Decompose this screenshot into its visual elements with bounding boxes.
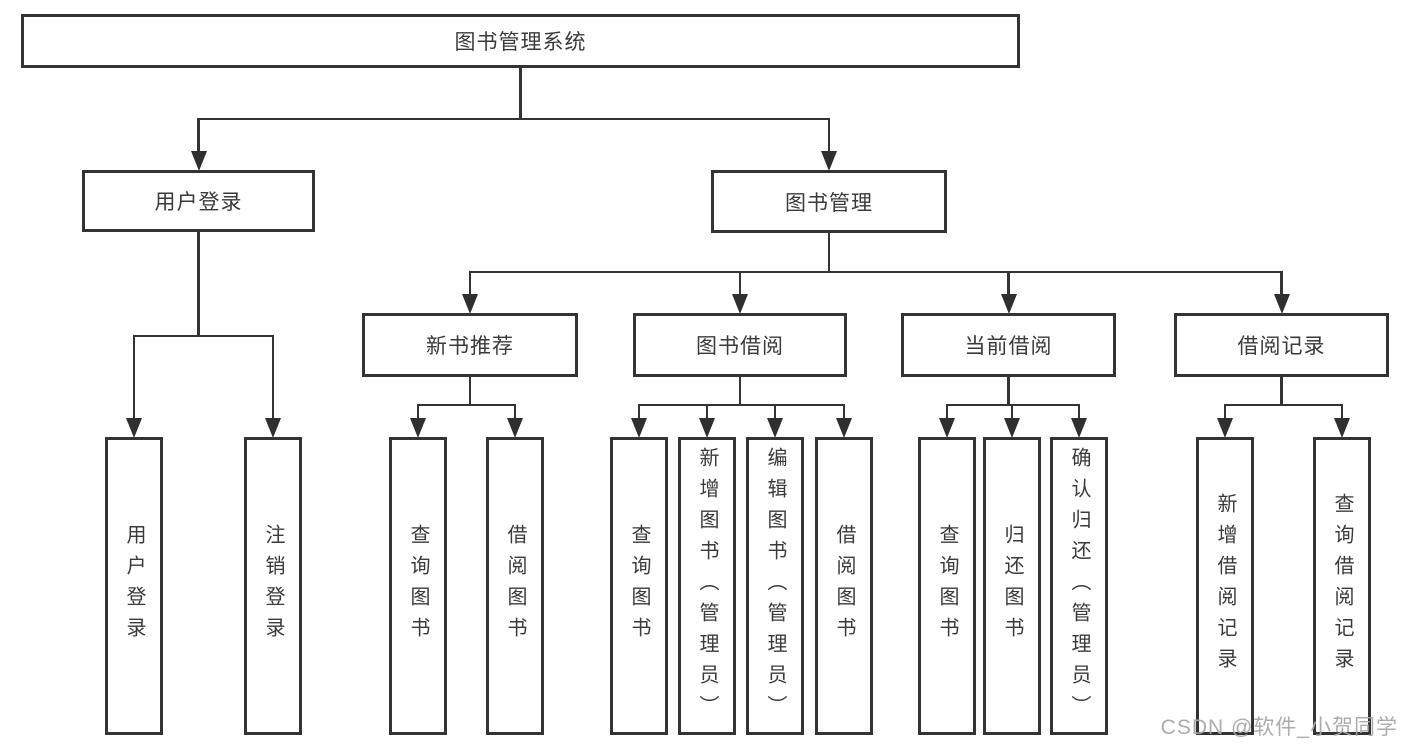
edge-bus-book-borrowing bbox=[637, 403, 846, 407]
node-leaf-borrow-book-1: 借阅图书 bbox=[486, 437, 544, 735]
edge-bus-borrowing-records bbox=[1223, 403, 1344, 407]
edge-stub-current-borrowing bbox=[1007, 377, 1010, 405]
node-label-current-borrowing: 当前借阅 bbox=[964, 335, 1053, 358]
node-book-borrowing: 图书借阅 bbox=[633, 313, 847, 377]
node-label-leaf-query-book-2: 查询图书 bbox=[628, 524, 650, 648]
edge-bus-user-login bbox=[132, 334, 275, 338]
edge-arrow-leaf-user-login bbox=[126, 418, 142, 438]
node-label-leaf-query-record: 查询借阅记录 bbox=[1331, 493, 1353, 679]
edge-drop-user-login bbox=[197, 119, 200, 154]
edge-arrow-leaf-add-book bbox=[699, 418, 715, 438]
node-book-management: 图书管理 bbox=[711, 170, 947, 233]
edge-bus-new-book-recommend bbox=[416, 403, 517, 407]
node-root: 图书管理系统 bbox=[21, 14, 1020, 68]
edge-drop-leaf-query-book-3 bbox=[945, 405, 949, 421]
edge-drop-leaf-borrow-book-2 bbox=[842, 405, 846, 421]
edge-arrow-leaf-query-book-3 bbox=[939, 418, 955, 438]
node-leaf-borrow-book-2: 借阅图书 bbox=[815, 437, 873, 735]
edge-arrow-book-borrowing bbox=[732, 294, 748, 314]
edge-drop-leaf-query-book-2 bbox=[637, 405, 641, 421]
edge-arrow-book-management bbox=[821, 151, 837, 171]
node-label-leaf-return-book: 归还图书 bbox=[1001, 524, 1023, 648]
edge-drop-leaf-add-record bbox=[1223, 405, 1227, 421]
edge-arrow-leaf-borrow-book-1 bbox=[507, 418, 523, 438]
edge-drop-leaf-query-book-1 bbox=[416, 405, 420, 421]
node-label-leaf-borrow-book-2: 借阅图书 bbox=[833, 524, 855, 648]
node-leaf-query-book-2: 查询图书 bbox=[610, 437, 668, 735]
node-label-leaf-add-book: 新增图书（管理员） bbox=[696, 446, 718, 726]
node-label-user-login: 用户登录 bbox=[154, 191, 243, 214]
edge-arrow-current-borrowing bbox=[1000, 294, 1017, 314]
edge-drop-borrowing-records bbox=[1280, 272, 1283, 297]
node-leaf-user-login: 用户登录 bbox=[105, 437, 163, 735]
edge-arrow-leaf-confirm-return bbox=[1071, 418, 1087, 438]
edge-stub-book-borrowing bbox=[738, 377, 742, 405]
edge-arrow-leaf-edit-book bbox=[767, 418, 783, 438]
node-leaf-add-book: 新增图书（管理员） bbox=[678, 437, 736, 735]
node-new-book-recommend: 新书推荐 bbox=[362, 313, 578, 377]
node-label-root: 图书管理系统 bbox=[454, 31, 587, 54]
node-label-new-book-recommend: 新书推荐 bbox=[426, 335, 514, 358]
node-leaf-query-book-1: 查询图书 bbox=[389, 437, 447, 735]
edge-drop-new-book-recommend bbox=[468, 272, 472, 297]
edge-stub-user-login bbox=[197, 232, 200, 336]
node-leaf-logout: 注销登录 bbox=[244, 437, 302, 735]
edge-drop-leaf-user-login bbox=[132, 336, 136, 421]
edge-arrow-leaf-query-record bbox=[1334, 418, 1350, 438]
edge-stub-root bbox=[519, 68, 522, 119]
edge-arrow-leaf-return-book bbox=[1004, 418, 1020, 438]
edge-stub-new-book-recommend bbox=[468, 377, 472, 405]
node-label-leaf-logout: 注销登录 bbox=[262, 524, 284, 648]
node-label-leaf-borrow-book-1: 借阅图书 bbox=[504, 524, 526, 648]
node-leaf-edit-book: 编辑图书（管理员） bbox=[746, 437, 804, 735]
node-leaf-query-record: 查询借阅记录 bbox=[1313, 437, 1371, 735]
node-label-leaf-user-login: 用户登录 bbox=[123, 524, 145, 648]
node-leaf-confirm-return: 确认归还（管理员） bbox=[1050, 437, 1108, 735]
edge-drop-current-borrowing bbox=[1007, 272, 1010, 297]
edge-drop-leaf-add-book bbox=[705, 405, 709, 421]
node-leaf-return-book: 归还图书 bbox=[983, 437, 1041, 735]
node-label-book-borrowing: 图书借阅 bbox=[696, 335, 784, 358]
node-label-leaf-add-record: 新增借阅记录 bbox=[1214, 493, 1236, 679]
node-current-borrowing: 当前借阅 bbox=[901, 313, 1116, 377]
edge-arrow-user-login bbox=[190, 151, 207, 171]
node-label-leaf-query-book-1: 查询图书 bbox=[407, 524, 429, 648]
edge-stub-borrowing-records bbox=[1280, 377, 1283, 405]
csdn-watermark: CSDN @软件_小贺同学 bbox=[1160, 716, 1398, 739]
node-label-leaf-query-book-3: 查询图书 bbox=[936, 524, 958, 648]
node-label-leaf-edit-book: 编辑图书（管理员） bbox=[764, 446, 786, 726]
edge-bus-root bbox=[197, 117, 831, 121]
edge-arrow-leaf-borrow-book-2 bbox=[836, 418, 852, 438]
edge-arrow-leaf-query-book-2 bbox=[631, 418, 647, 438]
edge-bus-book-management bbox=[468, 270, 1283, 274]
edge-arrow-leaf-add-record bbox=[1217, 418, 1233, 438]
edge-arrow-leaf-logout bbox=[265, 418, 281, 438]
edge-arrow-borrowing-records bbox=[1273, 294, 1290, 314]
node-borrowing-records: 借阅记录 bbox=[1174, 313, 1389, 377]
edge-stub-book-management bbox=[827, 233, 831, 272]
node-label-borrowing-records: 借阅记录 bbox=[1237, 335, 1326, 358]
edge-drop-leaf-borrow-book-1 bbox=[513, 405, 517, 421]
edge-drop-leaf-edit-book bbox=[773, 405, 777, 421]
edge-drop-leaf-confirm-return bbox=[1077, 405, 1081, 421]
node-leaf-add-record: 新增借阅记录 bbox=[1196, 437, 1254, 735]
edge-drop-book-borrowing bbox=[738, 272, 742, 297]
edge-drop-book-management bbox=[827, 119, 831, 154]
edge-arrow-new-book-recommend bbox=[462, 294, 478, 314]
node-user-login: 用户登录 bbox=[82, 170, 315, 232]
edge-drop-leaf-logout bbox=[271, 336, 275, 421]
edge-arrow-leaf-query-book-1 bbox=[410, 418, 426, 438]
node-leaf-query-book-3: 查询图书 bbox=[918, 437, 976, 735]
node-label-book-management: 图书管理 bbox=[785, 191, 873, 215]
edge-drop-leaf-query-record bbox=[1340, 405, 1344, 421]
node-label-leaf-confirm-return: 确认归还（管理员） bbox=[1068, 446, 1090, 726]
edge-drop-leaf-return-book bbox=[1010, 405, 1014, 421]
